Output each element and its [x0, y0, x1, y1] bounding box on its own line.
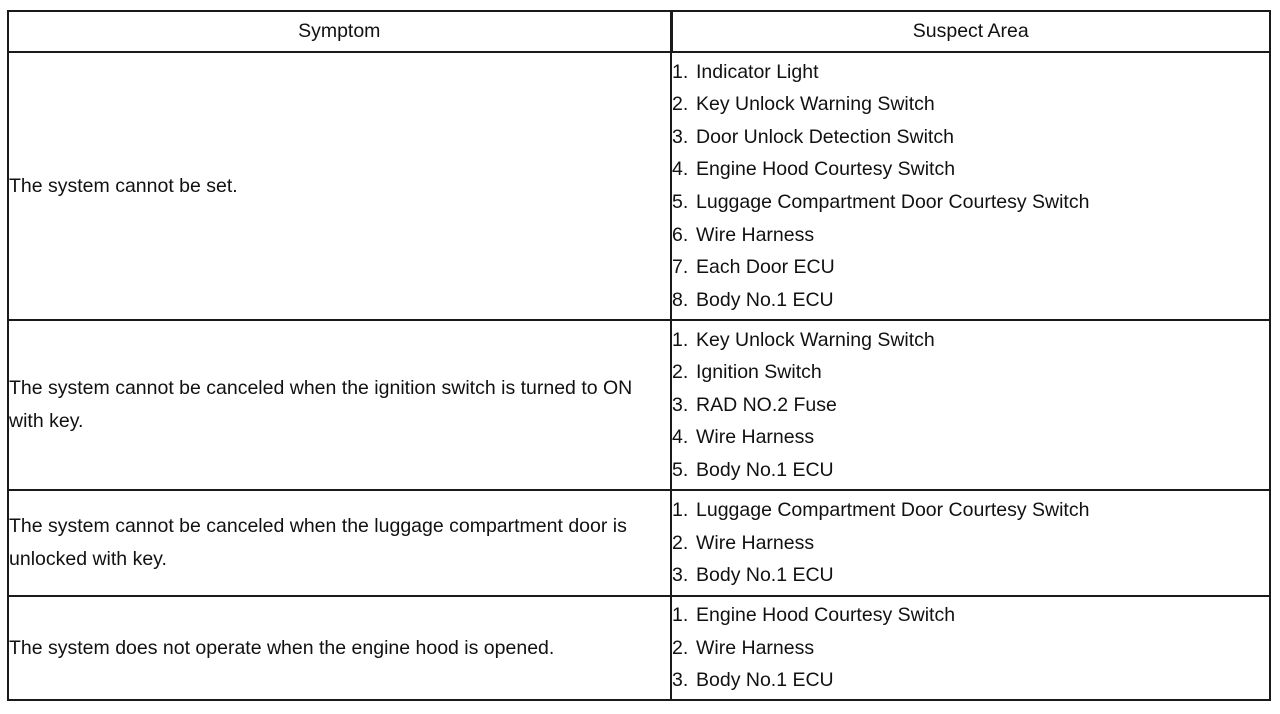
list-item: 2. Wire Harness — [672, 527, 1269, 560]
item-number: 2. — [672, 361, 689, 384]
list-item: 3. Body No.1 ECU — [672, 664, 1269, 697]
item-text: Luggage Compartment Door Courtesy Switch — [696, 499, 1090, 522]
table-row: The system cannot be canceled when the l… — [7, 489, 1271, 597]
suspect-area-cell: 1. Engine Hood Courtesy Switch 2. Wire Har… — [670, 595, 1271, 701]
list-item: 4. Engine Hood Courtesy Switch — [672, 153, 1269, 186]
item-number: 4. — [672, 426, 689, 449]
item-text: Body No.1 ECU — [696, 564, 834, 587]
header-symptom: Symptom — [7, 10, 672, 53]
list-item: 5. Luggage Compartment Door Courtesy Swit… — [672, 186, 1269, 219]
list-item: 4. Wire Harness — [672, 421, 1269, 454]
item-text: Body No.1 ECU — [696, 458, 834, 481]
item-number: 2. — [672, 93, 689, 116]
table-row: The system does not operate when the eng… — [7, 595, 1271, 701]
item-text: Luggage Compartment Door Courtesy Switch — [696, 191, 1090, 213]
item-number: 6. — [672, 223, 689, 246]
suspect-area-cell: 1. Indicator Light 2. Key Unlock Warning S… — [670, 51, 1271, 321]
item-text: Key Unlock Warning Switch — [696, 328, 935, 351]
list-item: 3. Body No.1 ECU — [672, 559, 1269, 592]
item-number: 1. — [672, 499, 689, 522]
item-text: Engine Hood Courtesy Switch — [696, 158, 956, 181]
list-item: 3. RAD NO.2 Fuse — [672, 389, 1269, 422]
item-text: Indicator Light — [696, 60, 819, 83]
symptom-table: Symptom Suspect Area The system cannot b… — [7, 10, 1271, 701]
suspect-area-list: 1. Key Unlock Warning Switch 2. Ignition S… — [672, 324, 1269, 487]
table-row: The system cannot be set. 1. Indicator Li… — [7, 51, 1271, 321]
item-text: Ignition Switch — [696, 361, 822, 384]
list-item: 2. Key Unlock Warning Switch — [672, 88, 1269, 121]
list-item: 1. Indicator Light — [672, 56, 1269, 89]
item-text: Wire Harness — [696, 531, 815, 554]
item-number: 1. — [672, 60, 689, 83]
symptom-cell: The system cannot be canceled when the i… — [7, 319, 672, 491]
list-item: 1. Engine Hood Courtesy Switch — [672, 599, 1269, 632]
item-number: 2. — [672, 531, 689, 554]
list-item: 5. Body No.1 ECU — [672, 454, 1269, 487]
list-item: 1. Luggage Compartment Door Courtesy Swit… — [672, 494, 1269, 527]
item-text: Key Unlock Warning Switch — [696, 93, 935, 116]
item-text: Door Unlock Detection Switch — [696, 125, 954, 148]
suspect-area-cell: 1. Key Unlock Warning Switch 2. Ignition S… — [670, 319, 1271, 491]
item-number: 7. — [672, 256, 689, 279]
list-item: 2. Ignition Switch — [672, 356, 1269, 389]
item-number: 4. — [672, 158, 689, 181]
item-text: Each Door ECU — [696, 256, 835, 279]
list-item: 3. Door Unlock Detection Switch — [672, 121, 1269, 154]
header-suspect-area: Suspect Area — [669, 10, 1271, 53]
suspect-area-list: 1. Indicator Light 2. Key Unlock Warning S… — [672, 56, 1269, 317]
list-item: 7. Each Door ECU — [672, 251, 1269, 284]
list-item: 6. Wire Harness — [672, 219, 1269, 252]
symptom-cell: The system does not operate when the eng… — [7, 595, 672, 701]
list-item: 1. Key Unlock Warning Switch — [672, 324, 1269, 357]
item-text: Wire Harness — [696, 426, 815, 449]
symptom-cell: The system cannot be set. — [7, 51, 672, 321]
item-text: Wire Harness — [696, 223, 815, 246]
list-item: 8. Body No.1 ECU — [672, 284, 1269, 317]
suspect-area-list: 1. Luggage Compartment Door Courtesy Swit… — [672, 494, 1269, 592]
list-item: 2. Wire Harness — [672, 632, 1269, 665]
suspect-area-cell: 1. Luggage Compartment Door Courtesy Swit… — [670, 489, 1271, 597]
table-header-row: Symptom Suspect Area — [7, 10, 1271, 53]
item-text: Engine Hood Courtesy Switch — [696, 604, 956, 627]
symptom-cell: The system cannot be canceled when the l… — [7, 489, 672, 597]
item-number: 3. — [672, 125, 689, 148]
item-text: Body No.1 ECU — [696, 669, 834, 692]
suspect-area-list: 1. Engine Hood Courtesy Switch 2. Wire Har… — [672, 599, 1269, 697]
item-number: 1. — [672, 328, 689, 351]
item-number: 8. — [672, 288, 689, 311]
item-number: 3. — [672, 393, 689, 416]
item-text: RAD NO.2 Fuse — [696, 393, 837, 416]
item-number: 5. — [672, 458, 689, 481]
table-row: The system cannot be canceled when the i… — [7, 319, 1271, 491]
item-number: 3. — [672, 669, 689, 692]
item-number: 3. — [672, 564, 689, 587]
item-text: Body No.1 ECU — [696, 288, 834, 311]
item-number: 2. — [672, 636, 689, 659]
item-text: Wire Harness — [696, 636, 815, 659]
item-number: 1. — [672, 604, 689, 627]
item-number: 5. — [672, 191, 689, 213]
